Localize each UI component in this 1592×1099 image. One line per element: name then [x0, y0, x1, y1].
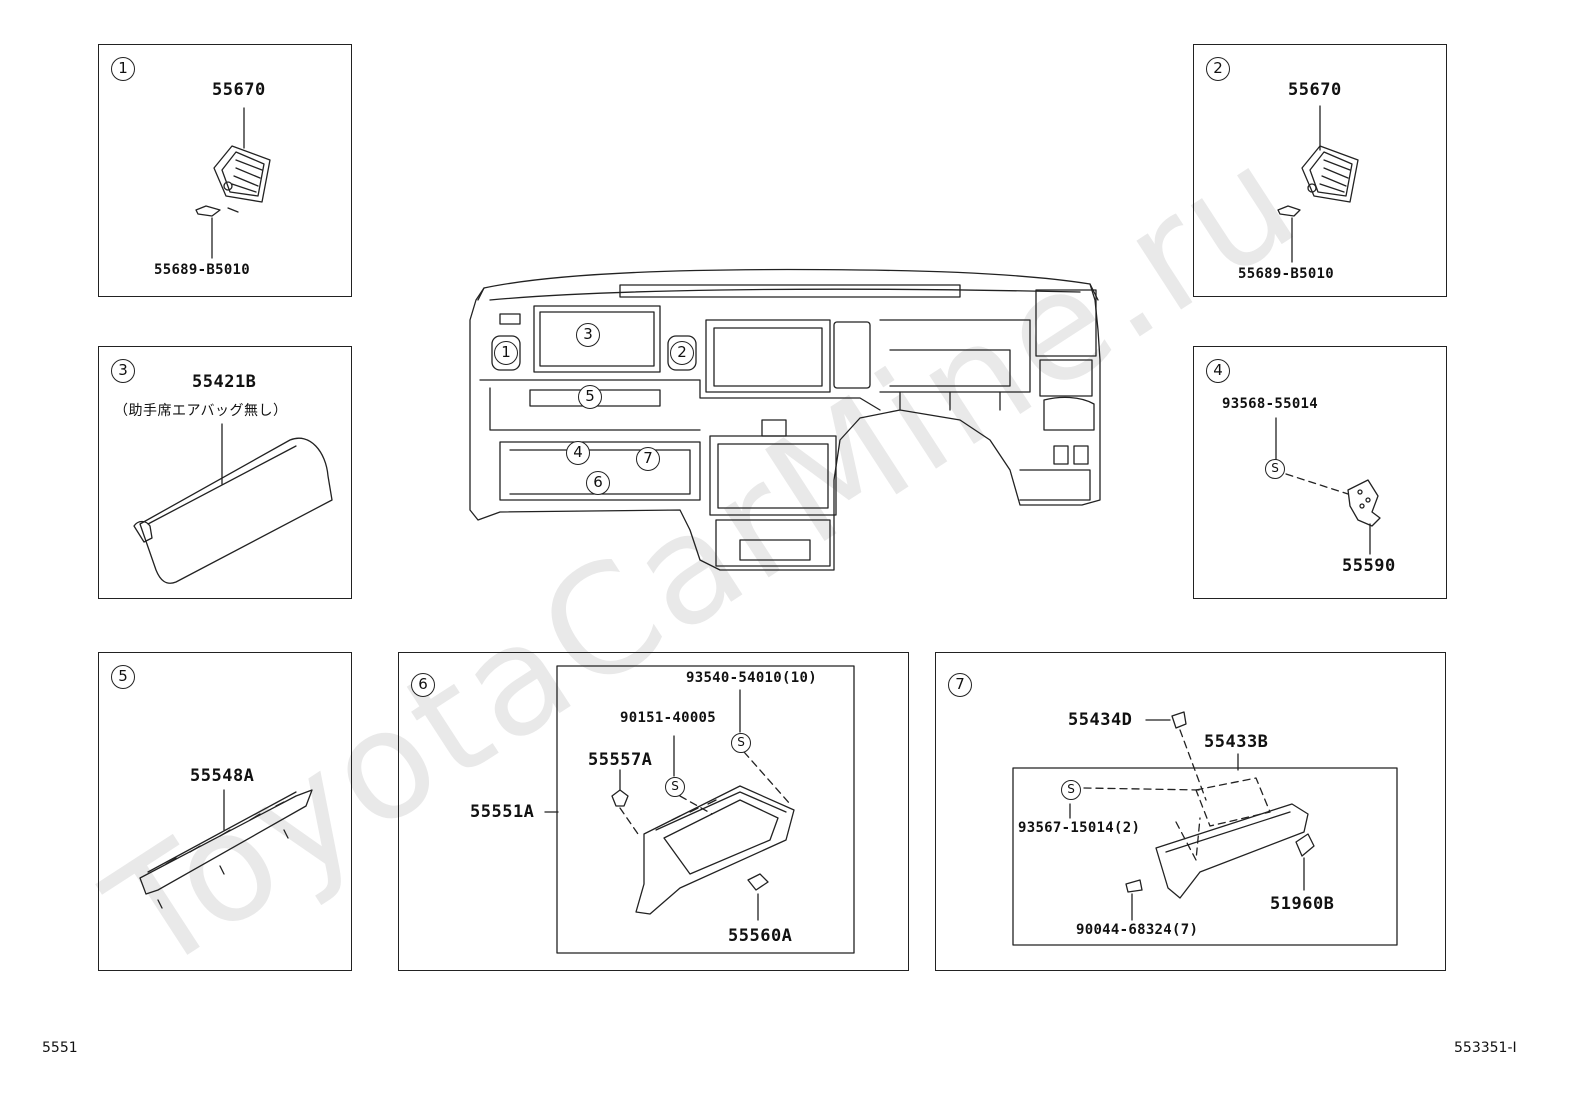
panel-3: 3	[98, 346, 352, 599]
part-label-93540-54010: 93540-54010(10)	[686, 670, 817, 686]
callout-2: 2	[1206, 57, 1230, 81]
part-label-55421b: 55421B	[192, 372, 257, 392]
glove-box-drawing	[544, 665, 855, 954]
screw-symbol: S	[731, 733, 751, 753]
trim-strip-drawing	[139, 789, 313, 909]
part-label-55590: 55590	[1342, 556, 1396, 576]
callout-7: 7	[948, 673, 972, 697]
callout-5: 5	[111, 665, 135, 689]
callout-6: 6	[411, 673, 435, 697]
dash-callout-5: 5	[578, 385, 602, 409]
callout-3: 3	[111, 359, 135, 383]
screw-symbol: S	[1061, 780, 1081, 800]
part-label-90044-68324: 90044-68324(7)	[1076, 922, 1199, 938]
part-label-55689-b5010: 55689-B5010	[154, 262, 251, 278]
part-label-51960b: 51960B	[1270, 894, 1335, 914]
part-label-55560a: 55560A	[728, 926, 793, 946]
part-note-no-airbag: （助手席エアバッグ無し）	[114, 403, 288, 419]
panel-5: 5	[98, 652, 352, 971]
part-label-55689-b5010: 55689-B5010	[1238, 266, 1335, 282]
dash-callout-7: 7	[636, 447, 660, 471]
part-label-55670: 55670	[1288, 80, 1342, 100]
screw-symbol: S	[1265, 459, 1285, 479]
callout-1: 1	[111, 57, 135, 81]
part-label-55551a: 55551A	[470, 802, 535, 822]
callout-4: 4	[1206, 359, 1230, 383]
part-label-93568-55014: 93568-55014	[1222, 396, 1319, 412]
panel-4: 4	[1193, 346, 1447, 599]
part-label-90151-40005: 90151-40005	[620, 710, 717, 726]
part-label-55433b: 55433B	[1204, 732, 1269, 752]
panel-1: 1	[98, 44, 352, 297]
dash-callout-4: 4	[566, 441, 590, 465]
footer-right-code: 553351-I	[1454, 1040, 1517, 1056]
part-label-55557a: 55557A	[588, 750, 653, 770]
dashboard-drawing	[469, 268, 1101, 571]
door-panel-drawing	[133, 423, 333, 584]
part-label-55548a: 55548A	[190, 766, 255, 786]
part-label-55434d: 55434D	[1068, 710, 1133, 730]
part-label-55670: 55670	[212, 80, 266, 100]
vent-drawing-2	[1277, 105, 1359, 263]
lower-cover-drawing	[1012, 711, 1398, 946]
part-label-93567-15014: 93567-15014(2)	[1018, 820, 1141, 836]
dash-callout-3: 3	[576, 323, 600, 347]
panel-6: 6	[398, 652, 909, 971]
dash-callout-1: 1	[494, 341, 518, 365]
screw-symbol: S	[665, 777, 685, 797]
dash-callout-6: 6	[586, 471, 610, 495]
bracket-drawing	[1275, 417, 1381, 555]
dash-callout-2: 2	[670, 341, 694, 365]
panel-7: 7	[935, 652, 1446, 971]
panel-2: 2	[1193, 44, 1447, 297]
footer-left-code: 5551	[42, 1040, 78, 1056]
vent-drawing-1	[195, 107, 271, 259]
